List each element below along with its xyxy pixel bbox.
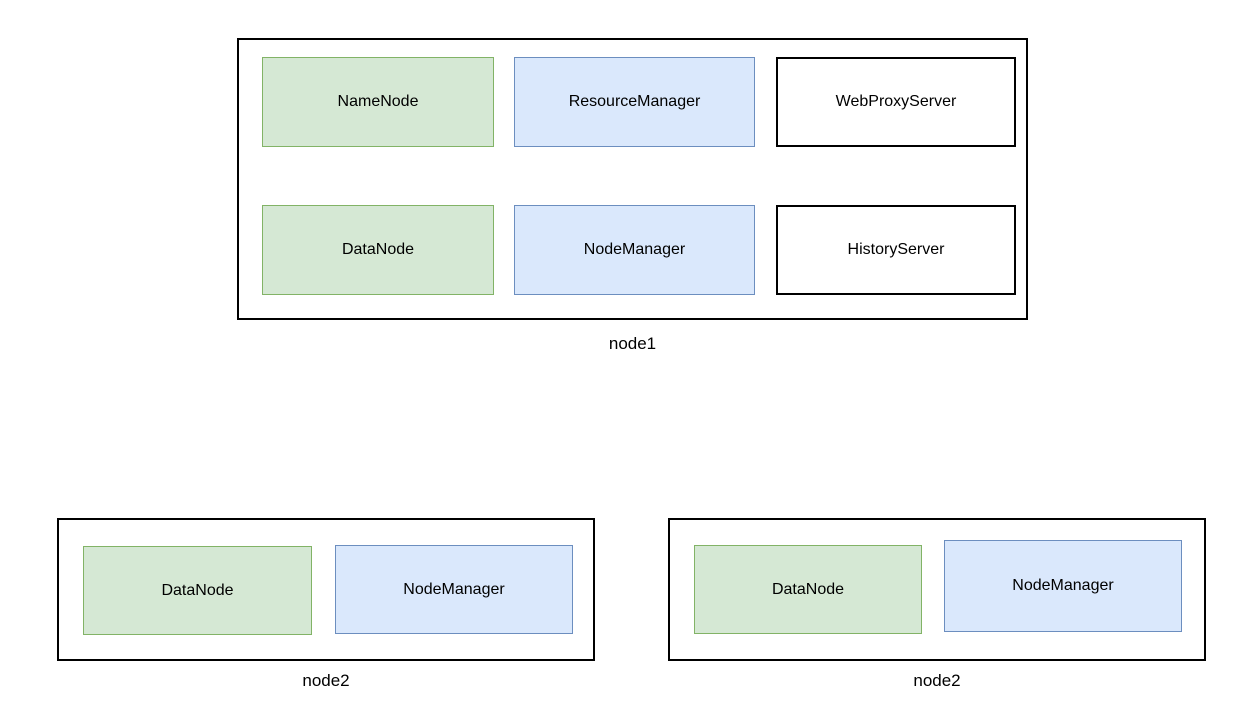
service-label: HistoryServer — [847, 241, 945, 259]
service-box-historyserver: HistoryServer — [776, 205, 1016, 295]
service-label: ResourceManager — [568, 93, 701, 111]
service-box-namenode: NameNode — [262, 57, 494, 147]
service-label: NodeManager — [583, 241, 686, 259]
service-box-nodemanager: NodeManager — [335, 545, 573, 634]
service-label: DataNode — [341, 241, 415, 259]
service-label: DataNode — [161, 581, 234, 599]
service-box-resourcemanager: ResourceManager — [514, 57, 755, 147]
service-box-webproxyserver: WebProxyServer — [776, 57, 1016, 147]
service-box-nodemanager: NodeManager — [944, 540, 1182, 632]
service-box-datanode: DataNode — [83, 546, 312, 635]
service-label: NodeManager — [403, 580, 505, 598]
node2-right-label: node2 — [913, 671, 961, 690]
service-box-datanode: DataNode — [694, 545, 922, 634]
service-box-datanode: DataNode — [262, 205, 494, 295]
node1-label: node1 — [608, 334, 657, 353]
service-label: DataNode — [771, 580, 845, 598]
service-label: NameNode — [337, 93, 419, 111]
node2-left-label: node2 — [302, 671, 350, 690]
service-label: NodeManager — [1012, 577, 1114, 595]
service-box-nodemanager: NodeManager — [514, 205, 755, 295]
service-label: WebProxyServer — [835, 93, 957, 111]
